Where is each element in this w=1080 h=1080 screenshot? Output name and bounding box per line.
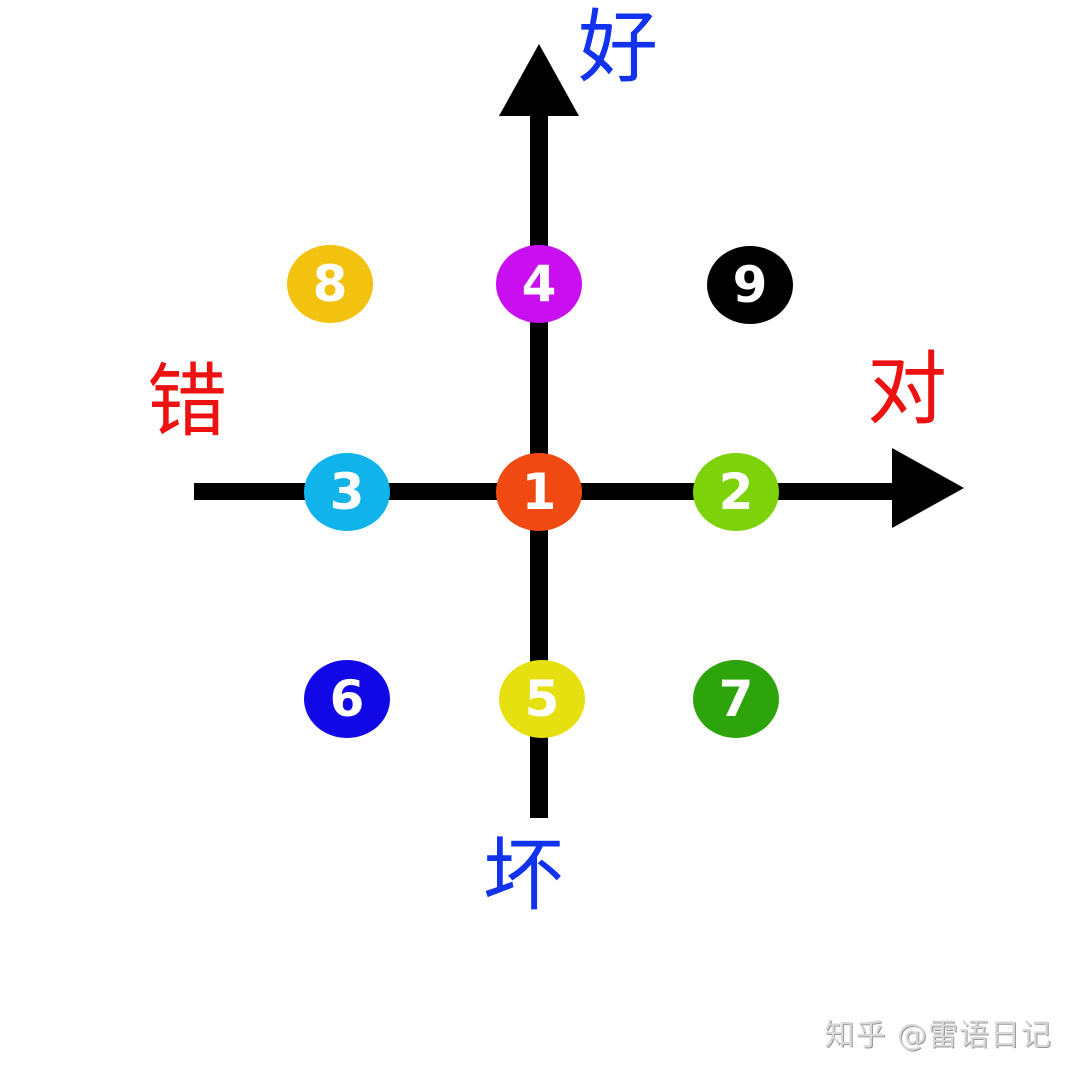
node-3: 3 [304,453,390,531]
node-4: 4 [496,245,582,323]
axis-label-wrong: 错 [147,355,227,448]
up-arrow-icon [499,44,579,116]
node-1: 1 [496,453,582,531]
node-6: 6 [304,660,390,738]
axis-label-right: 对 [867,343,947,436]
watermark: 知乎 @雷语日记 [824,1018,1052,1053]
node-8: 8 [287,245,373,323]
axis-label-good: 好 [578,1,658,94]
axis-label-bad: 坏 [483,829,563,922]
node-2: 2 [693,453,779,531]
node-7: 7 [693,660,779,738]
right-arrow-icon [892,448,964,528]
node-9: 9 [707,246,793,324]
node-5: 5 [499,660,585,738]
